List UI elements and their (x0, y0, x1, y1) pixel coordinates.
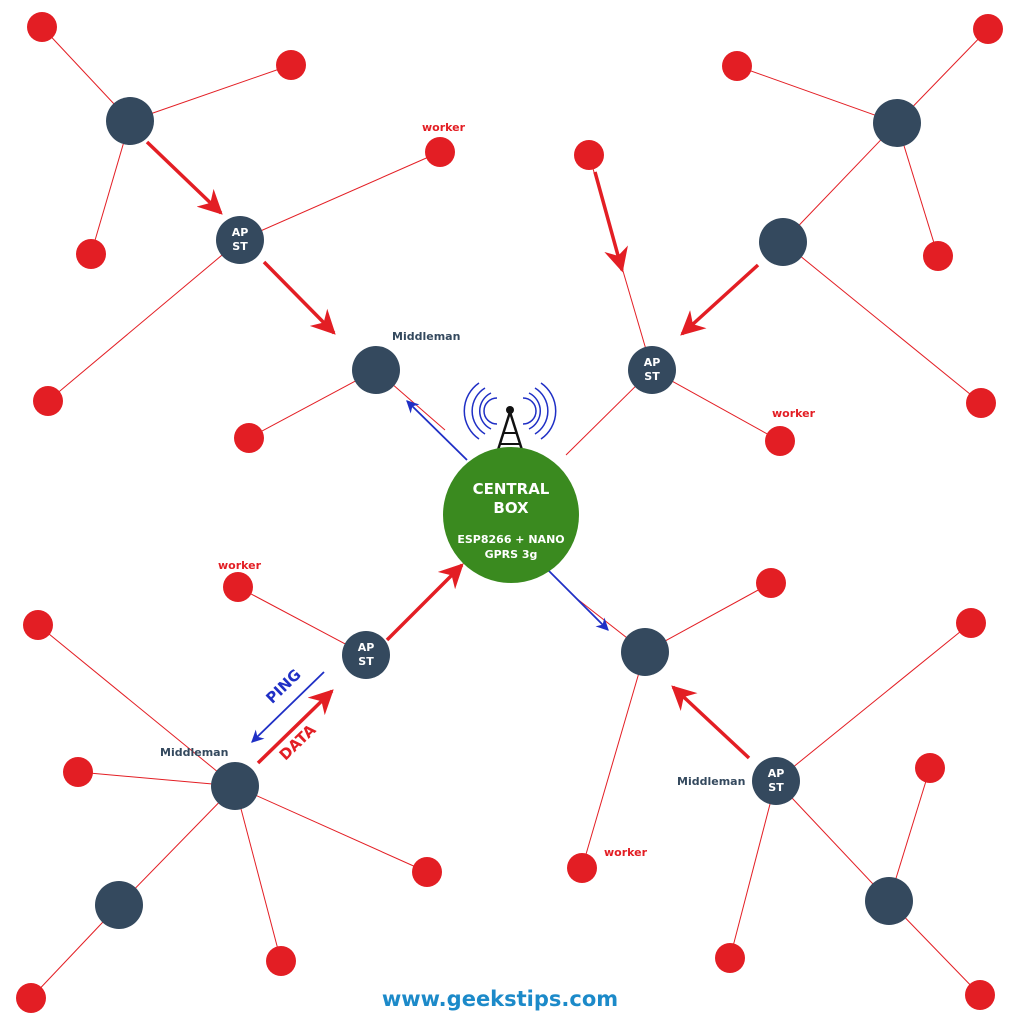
worker-node (574, 140, 604, 170)
link (782, 122, 898, 243)
footer-url[interactable]: www.geekstips.com (382, 987, 618, 1011)
link (37, 624, 236, 787)
data-arrow (385, 563, 464, 642)
middleman-label: Middleman (160, 746, 228, 759)
data-label: DATA (276, 721, 320, 764)
st-label: ST (232, 240, 248, 253)
middleman-label: Middleman (677, 775, 745, 788)
link (782, 241, 982, 404)
ping-arrow (406, 400, 468, 461)
worker-node (63, 757, 93, 787)
data-arrow (680, 263, 760, 336)
hub-node (95, 881, 143, 929)
middleman-node (211, 762, 259, 810)
worker-node (965, 980, 995, 1010)
worker-node (234, 423, 264, 453)
worker-node (223, 572, 253, 602)
link (581, 651, 646, 869)
link (248, 369, 377, 439)
worker-node (412, 857, 442, 887)
worker-node (276, 50, 306, 80)
link (239, 151, 441, 241)
link (237, 586, 367, 656)
hub-node (873, 99, 921, 147)
worker-node (425, 137, 455, 167)
worker-node (23, 610, 53, 640)
data-flow-arrows (145, 140, 760, 765)
middleman-label: Middleman (392, 330, 460, 343)
data-arrow (593, 171, 628, 273)
worker-node (16, 983, 46, 1013)
ping-label: PING (262, 666, 304, 708)
link (234, 785, 428, 873)
link (651, 369, 781, 442)
ap-label: AP (768, 767, 785, 780)
link (736, 65, 898, 124)
data-arrow (256, 689, 334, 765)
link (47, 239, 241, 402)
link (234, 785, 282, 962)
ap-st-node (342, 631, 390, 679)
central-box-subtitle: GPRS 3g (485, 548, 538, 561)
hub-node (106, 97, 154, 145)
data-arrow (145, 140, 223, 215)
worker-label: worker (772, 407, 816, 420)
hub-nodes (95, 97, 921, 929)
worker-label: worker (218, 559, 262, 572)
link (729, 780, 777, 959)
worker-node (266, 946, 296, 976)
worker-node (76, 239, 106, 269)
central-box: CENTRAL BOX ESP8266 + NANO GPRS 3g (443, 447, 579, 583)
central-box-title: BOX (493, 499, 529, 517)
worker-node (956, 608, 986, 638)
worker-node (567, 853, 597, 883)
central-box-subtitle: ESP8266 + NANO (457, 533, 564, 546)
ap-st-node (216, 216, 264, 264)
link (118, 785, 236, 906)
st-label: ST (644, 370, 660, 383)
ap-st-node (628, 346, 676, 394)
worker-node (33, 386, 63, 416)
st-label: ST (768, 781, 784, 794)
worker-node (715, 943, 745, 973)
ap-st-node (752, 757, 800, 805)
hub-node (865, 877, 913, 925)
ap-label: AP (358, 641, 375, 654)
data-arrow (262, 260, 336, 335)
link (129, 64, 292, 122)
ping-flow-arrows (251, 400, 609, 743)
link (775, 622, 972, 782)
hub-node (621, 628, 669, 676)
central-box-circle (443, 447, 579, 583)
hub-node (759, 218, 807, 266)
ping-arrow (251, 671, 325, 743)
worker-node (915, 753, 945, 783)
worker-node (966, 388, 996, 418)
ap-st-labels: AP ST AP ST AP ST AP ST (232, 226, 785, 794)
worker-label: worker (422, 121, 466, 134)
radio-tower-icon (463, 382, 557, 451)
worker-node (765, 426, 795, 456)
st-label: ST (358, 655, 374, 668)
worker-node (756, 568, 786, 598)
worker-nodes (16, 12, 1003, 1013)
worker-node (27, 12, 57, 42)
data-arrow (671, 685, 751, 760)
ping-arrow (544, 566, 609, 631)
worker-node (973, 14, 1003, 44)
link (775, 780, 890, 902)
worker-node (722, 51, 752, 81)
ap-label: AP (644, 356, 661, 369)
middleman-node (352, 346, 400, 394)
worker-label: worker (604, 846, 648, 859)
worker-node (923, 241, 953, 271)
central-box-title: CENTRAL (473, 480, 550, 498)
link (77, 771, 236, 787)
ap-label: AP (232, 226, 249, 239)
